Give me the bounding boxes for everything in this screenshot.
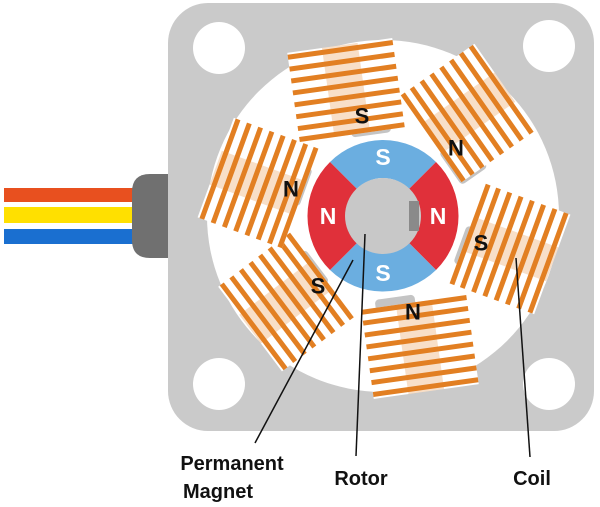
coil-left bbox=[197, 117, 319, 249]
permanent-magnet-label-line2: Magnet bbox=[183, 481, 253, 503]
rotor-pole-label-right: N bbox=[430, 203, 447, 229]
mounting-hole-top-right bbox=[523, 20, 575, 72]
coil-right bbox=[449, 183, 571, 315]
rotor-shaft bbox=[345, 178, 421, 254]
shaft-key bbox=[409, 201, 419, 231]
mounting-hole-top-left bbox=[193, 22, 245, 74]
coil-top bbox=[287, 38, 405, 142]
stator-pole-label-lower-left: S bbox=[311, 274, 326, 299]
permanent-magnet-label-line1: Permanent bbox=[180, 453, 284, 475]
wire-white-gap-1 bbox=[4, 202, 144, 207]
wire-blue bbox=[4, 229, 144, 244]
rotor-label: Rotor bbox=[334, 468, 388, 490]
rotor-pole-label-bottom: S bbox=[375, 260, 390, 286]
stator-pole-label-top: S bbox=[355, 104, 370, 129]
permanent-magnet-pointer bbox=[254, 259, 354, 444]
coils bbox=[197, 38, 571, 399]
callout-labels: Permanent Magnet Rotor Coil bbox=[180, 453, 551, 503]
rotor: S N S N bbox=[307, 140, 459, 292]
wire-white-gap-2 bbox=[4, 223, 144, 229]
rotor-segment-n-left bbox=[307, 162, 357, 270]
cable-connector bbox=[132, 174, 178, 258]
rotor-pointer bbox=[355, 233, 366, 457]
coil-bottom bbox=[361, 295, 479, 399]
stator-pole-label-bottom: N bbox=[405, 300, 421, 325]
wire-yellow bbox=[4, 207, 144, 223]
coil-upper-right bbox=[400, 43, 536, 183]
wires bbox=[4, 188, 144, 244]
mounting-hole-bottom-right bbox=[523, 358, 575, 410]
stator-pole-labels: S N S N S N bbox=[283, 104, 488, 325]
rotor-pole-label-left: N bbox=[320, 203, 337, 229]
stator-pole-label-right: S bbox=[474, 231, 489, 256]
callout-lines bbox=[254, 233, 531, 458]
wire-orange bbox=[4, 188, 144, 202]
rotor-pole-label-top: S bbox=[375, 144, 390, 170]
stator-pole-label-upper-right: N bbox=[448, 136, 464, 161]
coil-pointer bbox=[515, 257, 531, 458]
rotor-segment-n-right bbox=[409, 162, 459, 270]
stator-pole-label-left: N bbox=[283, 177, 299, 202]
rotor-segment-s-bottom bbox=[330, 243, 436, 292]
rotor-segment-s-top bbox=[330, 140, 436, 189]
coil-label: Coil bbox=[513, 468, 551, 490]
mounting-hole-bottom-left bbox=[193, 358, 245, 410]
